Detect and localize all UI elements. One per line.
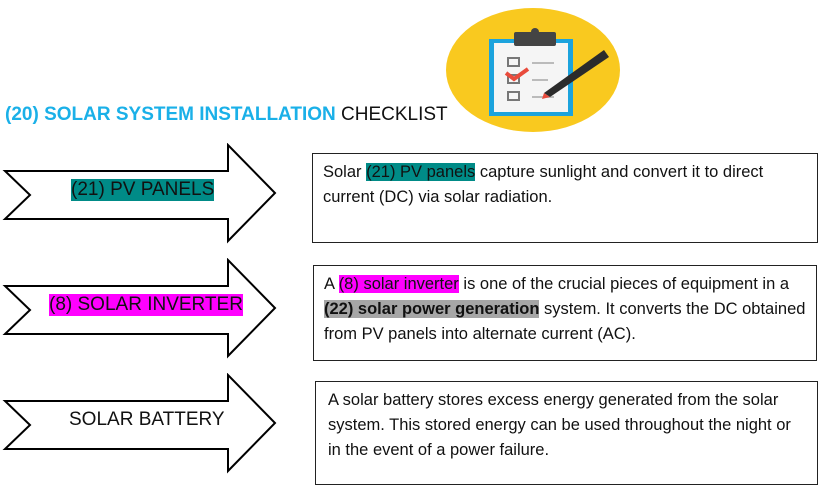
- arrow-label-solar-inverter: (8) SOLAR INVERTER: [49, 294, 243, 316]
- pv-panels-description: Solar (21) PV panels capture sunlight an…: [312, 153, 818, 243]
- desc-text: A solar battery stores excess energy gen…: [328, 391, 791, 459]
- clipboard-checklist-icon: [446, 8, 620, 132]
- desc-text: A: [324, 275, 339, 293]
- desc-text: Solar: [323, 163, 367, 181]
- solar-inverter-description: A (8) solar inverter is one of the cruci…: [313, 265, 817, 361]
- title-rest: CHECKLIST: [341, 104, 448, 125]
- solar-battery-arrow-shape: [2, 373, 277, 474]
- arrow-label-pv-panels: (21) PV PANELS: [71, 179, 215, 201]
- desc-text: is one of the crucial pieces of equipmen…: [458, 275, 790, 293]
- title-highlight: (20) SOLAR SYSTEM INSTALLATION: [5, 104, 336, 125]
- desc-text: capture sunlight and convert it to direc…: [323, 163, 764, 206]
- desc-highlight: (21) PV panels: [366, 163, 476, 181]
- desc-text: system. It converts the DC obtained from…: [324, 300, 806, 343]
- solar-battery-description: A solar battery stores excess energy gen…: [315, 381, 818, 485]
- page-title: (20) SOLAR SYSTEM INSTALLATION CHECKLIST: [5, 104, 448, 126]
- desc-highlight: (8) solar inverter: [338, 275, 459, 293]
- desc-highlight-bold: (22) solar power generation: [324, 300, 540, 318]
- arrow-label-solar-battery: SOLAR BATTERY: [69, 409, 225, 430]
